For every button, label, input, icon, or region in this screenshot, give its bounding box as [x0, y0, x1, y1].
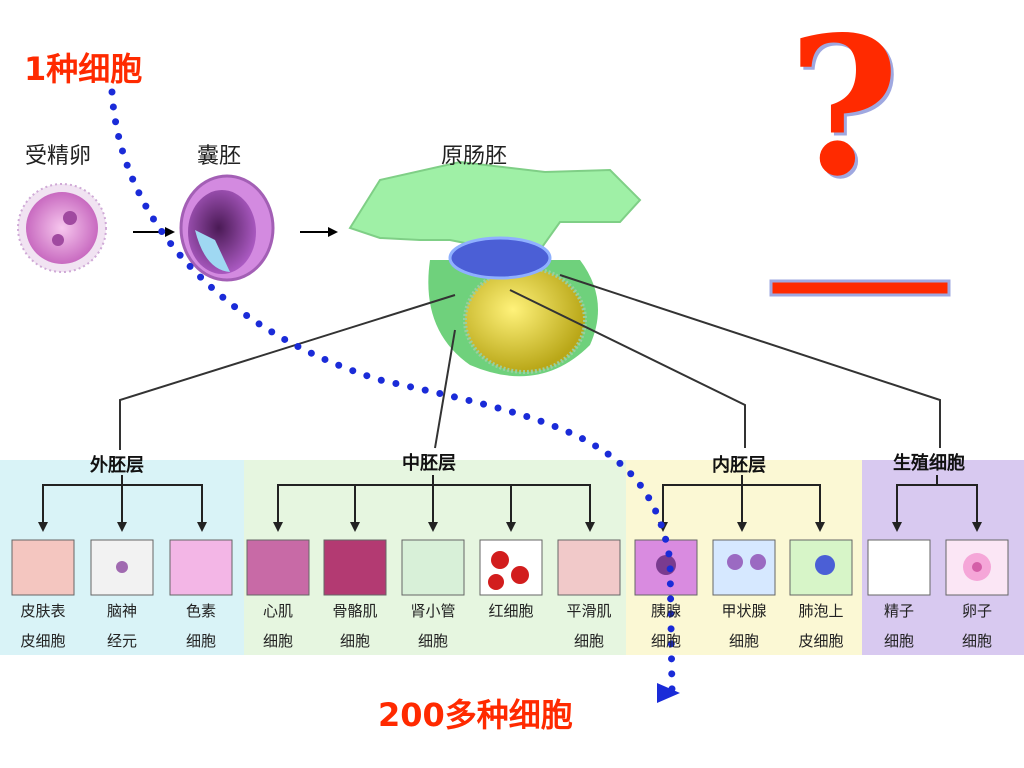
cell-thumb-skin — [11, 539, 75, 596]
cell-thumb-rbc — [479, 539, 543, 596]
cell-label: 肺泡上皮细胞 — [798, 602, 844, 650]
cell-label: 红细胞 — [488, 602, 534, 620]
cell-thumbnails — [11, 539, 1009, 596]
cell-label: 甲状腺细胞 — [721, 602, 767, 650]
stage-gastrula: 原肠胚 — [441, 144, 508, 169]
end-label: 200多种细胞 — [378, 696, 573, 734]
question-mark: ? — [788, 0, 900, 218]
cell-thumb-smooth — [557, 539, 621, 596]
cell-label: 卵子细胞 — [961, 602, 992, 650]
branch-arrows — [42, 475, 978, 530]
stage-zygote: 受精卵 — [25, 144, 92, 169]
cell-label: 皮肤表皮细胞 — [20, 602, 66, 650]
cell-label: 胰腺细胞 — [650, 602, 681, 650]
start-label: 1种细胞 — [24, 50, 143, 88]
layer-mesoderm: 中胚层 — [402, 453, 456, 474]
arrow-icon — [133, 227, 175, 237]
cell-label: 平滑肌细胞 — [566, 602, 612, 650]
triangle-arrow-icon — [657, 683, 680, 703]
cell-label: 色素细胞 — [185, 602, 216, 650]
cell-thumb-thyroid — [712, 539, 776, 596]
cell-thumb-skeletal — [323, 539, 387, 596]
blastula-illustration — [179, 174, 275, 282]
stage-blastula: 囊胚 — [197, 144, 242, 169]
cell-label: 心肌细胞 — [262, 602, 293, 650]
cell-thumb-pigment — [169, 539, 233, 596]
cell-thumb-cardiac — [246, 539, 310, 596]
arrow-icon — [300, 227, 338, 237]
cell-label: 骨骼肌细胞 — [332, 602, 378, 650]
answer-blank-bar — [769, 279, 951, 297]
gastrula-illustration — [348, 160, 642, 377]
cell-thumb-sperm — [867, 539, 931, 596]
layer-ectoderm: 外胚层 — [90, 455, 144, 476]
cell-thumb-kidney — [401, 539, 465, 596]
cell-label: 精子细胞 — [883, 602, 914, 650]
zygote-illustration — [17, 183, 107, 273]
cell-label: 脑神经元 — [106, 602, 137, 650]
layer-germ: 生殖细胞 — [893, 453, 965, 474]
layer-connectors — [119, 274, 941, 450]
differentiation-path — [108, 88, 676, 694]
cell-thumb-neuron — [90, 539, 154, 596]
layer-endoderm: 内胚层 — [712, 455, 766, 476]
cell-label: 肾小管细胞 — [410, 602, 456, 650]
